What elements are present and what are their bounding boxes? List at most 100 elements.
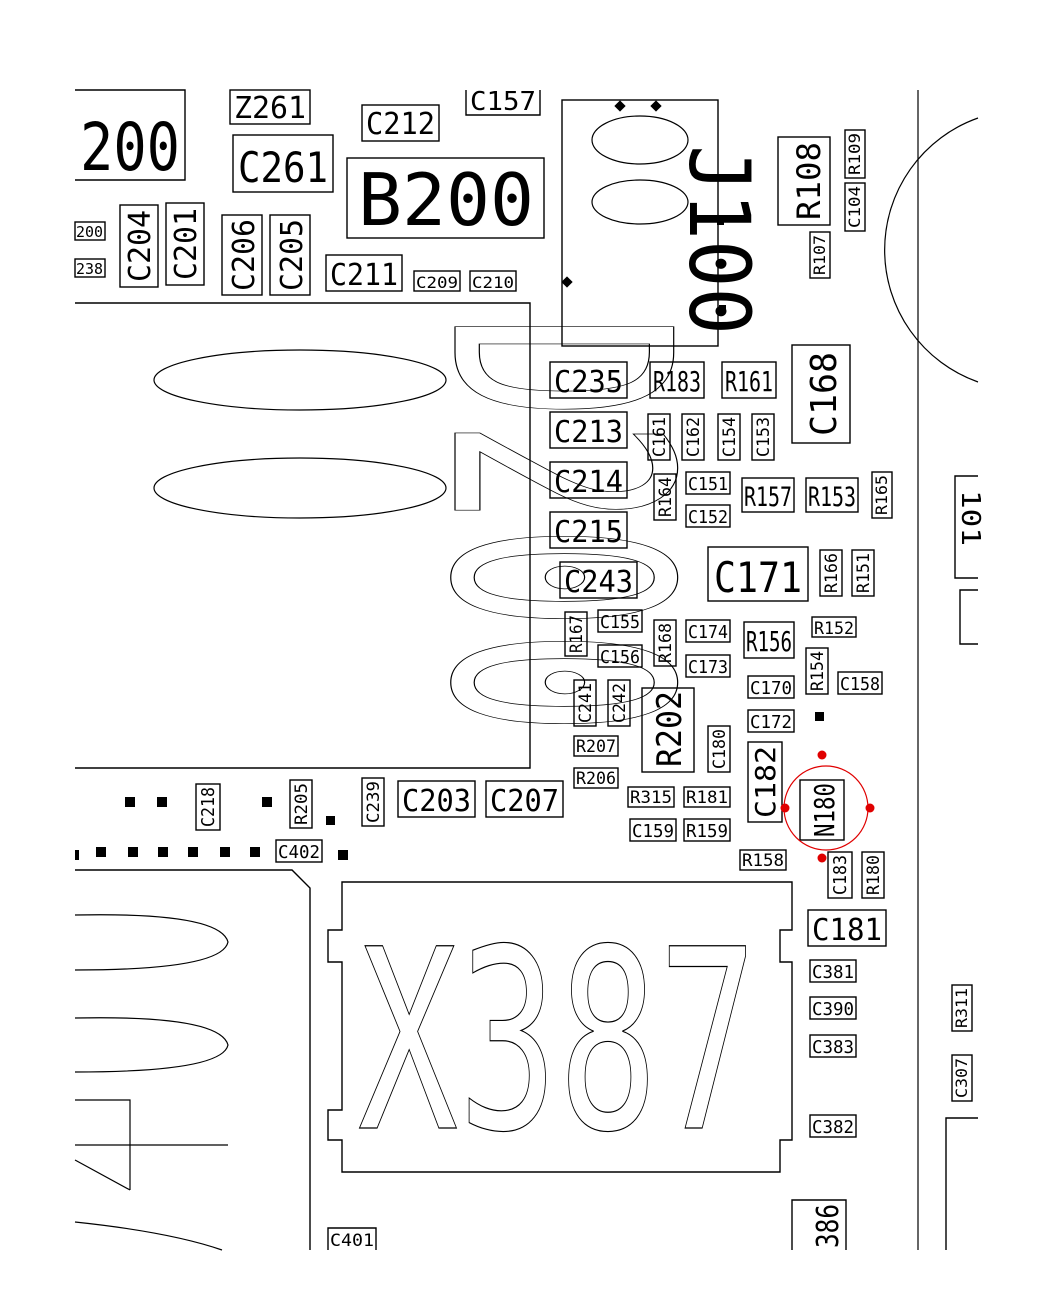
component-r108: R108 — [777, 136, 831, 226]
component-c210: C210 — [469, 270, 517, 292]
component-label: C241 — [576, 683, 596, 723]
component-c381: C381 — [809, 959, 857, 983]
component-label: R156 — [746, 625, 792, 658]
component-label: J100 — [670, 145, 768, 335]
component-r109: R109 — [844, 129, 866, 179]
component-label: C218 — [198, 787, 219, 827]
component-label: C171 — [714, 553, 802, 602]
component-label: C157 — [470, 87, 536, 117]
component-c152: C152 — [685, 504, 731, 528]
component-label: C212 — [366, 107, 435, 142]
component-c243: C243 — [559, 561, 638, 600]
component-r311: R311 — [951, 984, 973, 1032]
component-label: C261 — [238, 143, 328, 192]
component-label: R161 — [725, 365, 773, 398]
component-label: 200 — [76, 223, 103, 241]
component-c209: C209 — [413, 270, 461, 292]
component-label: C168 — [804, 352, 845, 436]
component-j101: 101 — [954, 475, 985, 645]
component-c235: C235 — [549, 361, 628, 400]
component-label: Z261 — [234, 91, 306, 126]
component-c382: C382 — [809, 1114, 857, 1138]
component-r156: R156 — [743, 621, 795, 659]
component-label: 386 — [811, 1204, 846, 1248]
component-label: R168 — [656, 623, 676, 663]
component-label: C213 — [554, 415, 623, 450]
component-label: C243 — [564, 565, 633, 600]
component-r152: R152 — [811, 616, 857, 639]
component-label: C174 — [688, 622, 728, 643]
component-label: C402 — [278, 842, 320, 863]
component-label: C155 — [600, 612, 640, 633]
component-label: C214 — [554, 465, 623, 500]
component-label: C152 — [688, 507, 728, 528]
component-label: R153 — [808, 482, 856, 513]
component-r168: R168 — [653, 619, 677, 667]
component-r107: R107 — [809, 231, 831, 279]
component-label: C211 — [330, 258, 398, 293]
component-c402: C402 — [275, 839, 323, 863]
component-label: C307 — [952, 1058, 971, 1098]
component-d200: D200 — [75, 302, 734, 769]
component-c212: C212 — [361, 104, 440, 142]
component-label: X387 — [358, 896, 758, 1187]
component-c215: C215 — [549, 511, 628, 550]
component-r167: R167 — [564, 611, 588, 657]
component-label: C381 — [812, 962, 854, 983]
component-label: R165 — [872, 475, 891, 515]
component-r202: R202 — [641, 687, 695, 773]
component-label: C235 — [554, 365, 623, 400]
component-r166: R166 — [819, 549, 843, 597]
component-c201: C201 — [165, 202, 205, 286]
component-c168: C168 — [791, 344, 851, 444]
component-label: C161 — [650, 417, 670, 457]
component-c242: C242 — [607, 679, 631, 727]
component-label: C172 — [750, 712, 792, 733]
component-label: R207 — [576, 737, 616, 757]
component-label: C205 — [275, 219, 310, 291]
component-label: C210 — [472, 273, 514, 292]
component-label: R157 — [744, 482, 792, 513]
component-c172: C172 — [747, 709, 795, 733]
component-c383: C383 — [809, 1034, 857, 1058]
component-label: C215 — [554, 515, 623, 550]
component-label: C173 — [688, 657, 728, 678]
component-label: R311 — [952, 988, 971, 1028]
component-label: R181 — [686, 788, 728, 808]
component-c180: C180 — [707, 725, 731, 773]
component-label: C183 — [830, 855, 851, 895]
component-c162: C162 — [681, 413, 705, 461]
component-label: R183 — [653, 365, 701, 398]
component-c390: C390 — [809, 996, 857, 1020]
component-c401: C401 — [327, 1227, 377, 1251]
component-c218: C218 — [195, 783, 221, 831]
component-r158: R158 — [739, 849, 787, 871]
component-c155: C155 — [597, 609, 643, 633]
component-label: C170 — [750, 678, 792, 699]
component-label: C382 — [812, 1117, 854, 1138]
component-x386: 386 — [791, 1199, 847, 1250]
component-c211: C211 — [325, 254, 403, 293]
component-r151: R151 — [851, 549, 875, 597]
component-label: C209 — [416, 273, 458, 292]
component-label: C104 — [845, 186, 864, 228]
component-label: N180 — [808, 783, 841, 837]
component-c204: C204 — [119, 204, 159, 288]
component-r206: R206 — [573, 767, 619, 789]
component-c241: C241 — [573, 679, 597, 727]
component-label: C239 — [364, 781, 384, 823]
component-label: R151 — [854, 553, 874, 593]
component-r164: R164 — [653, 473, 677, 521]
partial-200-component: 200 — [75, 89, 186, 186]
component-c156: C156 — [597, 644, 643, 668]
component-label: C207 — [490, 784, 559, 819]
component-j100: J100 — [561, 99, 768, 347]
component-label: B200 — [358, 158, 534, 242]
component-c205: C205 — [269, 214, 311, 296]
component-n180: N180 — [799, 779, 845, 841]
component-r183: R183 — [649, 361, 705, 399]
component-c307: C307 — [951, 1054, 973, 1102]
component-label: C390 — [812, 999, 854, 1020]
mounting-arc — [884, 117, 979, 383]
